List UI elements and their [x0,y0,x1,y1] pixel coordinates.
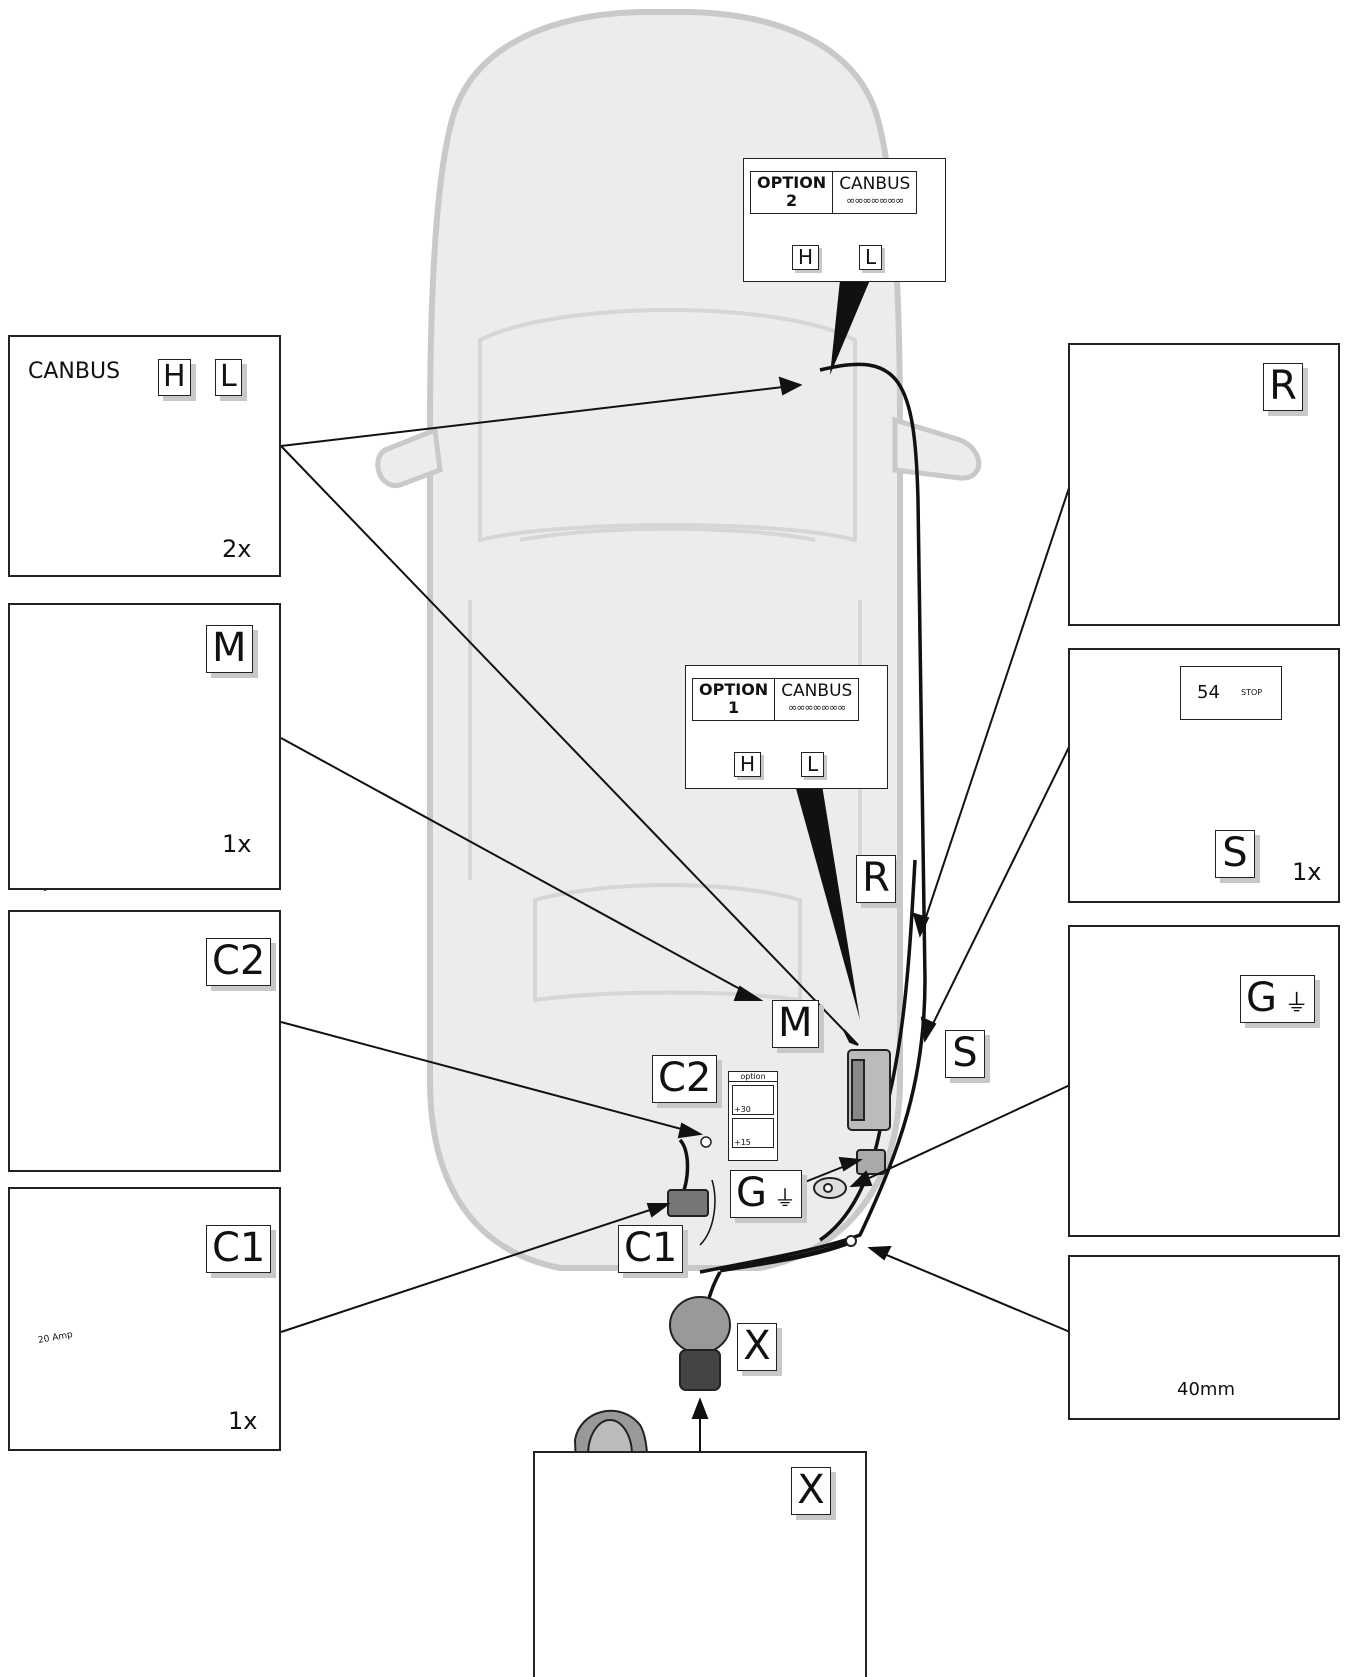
option1-h-tag: H [734,752,762,777]
car-outline [427,9,903,1271]
stop-sign-label: STOP [1241,688,1263,697]
socket-panel: X [533,1451,867,1677]
power-option-box: option +30 +15 [728,1071,778,1161]
twisted-pair-icon: ∞∞∞∞∞∞∞ [788,701,846,714]
option2-title: OPTION [757,173,827,192]
fuse-rating-label: 20 Amp [37,1330,74,1346]
grommet-panel: 40mm [1068,1255,1340,1420]
tape-panel: R [1068,343,1340,626]
option1-bus-cell: CANBUS ∞∞∞∞∞∞∞ [775,679,858,720]
module-panel: M 1x [8,603,281,890]
fuse-panel: C1 20 Amp 1x [8,1187,281,1451]
canbus-h-tag: H [158,359,191,396]
tape-tag: R [1263,363,1303,411]
option1-l-tag: L [801,752,825,777]
plus15-label: +15 [734,1138,751,1147]
option1-callout: OPTION 1 CANBUS ∞∞∞∞∞∞∞ H L [685,665,888,789]
car-label-m: M [772,1000,819,1048]
ground-tag-letter: G [1246,975,1277,1021]
car-label-r: R [856,855,896,903]
c1-tag: C1 [206,1225,272,1273]
power-option-title: option [729,1072,777,1082]
grommet-small-drawing [845,1235,857,1247]
ground-icon: ⏚ [1277,989,1309,1017]
module-quantity: 1x [222,830,252,858]
ignition-key-icon: +15 [732,1118,774,1148]
stop-badge: 54 STOP [1180,666,1282,720]
car-label-s: S [945,1030,985,1078]
connector-c1-drawing [667,1189,709,1217]
option1-title: OPTION [699,680,769,699]
option1-pointer [795,785,860,1020]
stop-signal-tag: S [1215,830,1255,878]
leader-lines [280,376,1071,1453]
car-label-c2: C2 [652,1055,718,1103]
option1-table: OPTION 1 CANBUS ∞∞∞∞∞∞∞ [692,678,860,721]
grommet-size-label: 40mm [1177,1379,1235,1400]
car-label-g: G ⏚ [730,1170,802,1218]
car-mirror-right [892,416,982,481]
car-mirror-left [375,426,443,488]
canbus-l-tag: L [215,359,242,396]
option1-number: 1 [728,698,740,718]
option2-title-cell: OPTION 2 [751,172,834,213]
plus30-label: +30 [734,1105,751,1114]
car-label-c1: C1 [618,1225,684,1273]
option1-title-cell: OPTION 1 [693,679,776,720]
option2-l-tag: L [859,245,883,270]
option1-bus: CANBUS [781,681,853,701]
car-label-g-letter: G [736,1170,767,1216]
canbus-quantity: 2x [222,535,252,563]
stop-badge-number: 54 [1197,682,1220,703]
ground-tag: G ⏚ [1240,975,1315,1023]
option2-number: 2 [786,191,798,211]
option2-table: OPTION 2 CANBUS ∞∞∞∞∞∞∞ [750,171,918,214]
battery-terminal-drawing [700,1136,712,1148]
stop-signal-panel: 54 STOP S 1x [1068,648,1340,903]
battery-connection-panel: C2 [8,910,281,1172]
twisted-pair-icon: ∞∞∞∞∞∞∞ [846,194,904,207]
car-label-x: X [737,1323,777,1371]
trailer-icon: +30 [732,1085,774,1115]
ground-panel: G ⏚ [1068,925,1340,1237]
option2-bus-cell: CANBUS ∞∞∞∞∞∞∞ [833,172,916,213]
option2-bus: CANBUS [839,174,911,194]
ground-icon: ⏚ [767,1187,796,1212]
module-tag: M [206,625,253,673]
fuse-quantity: 1x [228,1407,258,1435]
relay-module-drawing [847,1049,891,1131]
ground-ring-drawing [813,1177,847,1199]
canbus-label: CANBUS [28,359,121,384]
socket-drawing [669,1296,731,1391]
option2-h-tag: H [792,245,820,270]
option2-callout: OPTION 2 CANBUS ∞∞∞∞∞∞∞ H L [743,158,946,282]
option2-pointer [830,280,870,375]
canbus-panel: CANBUS H L 2x [8,335,281,577]
stop-signal-quantity: 1x [1292,858,1322,886]
c2-tag: C2 [206,938,272,986]
socket-tag: X [791,1467,831,1515]
connector-c2-drawing [856,1149,886,1175]
